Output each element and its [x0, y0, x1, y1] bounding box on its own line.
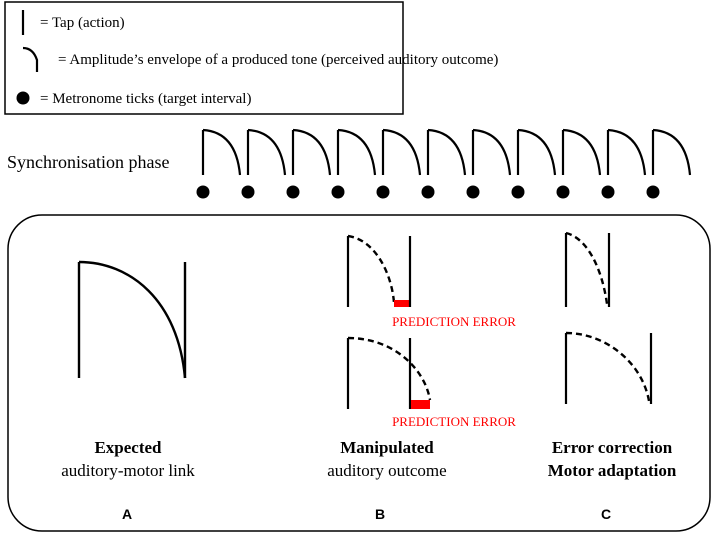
sync-envelope-curve [337, 128, 377, 176]
sync-envelope-curve [292, 128, 332, 176]
panel-b-subtitle: auditory outcome [327, 461, 446, 480]
corrected-envelope-curve [565, 231, 609, 305]
prediction-error-label-top: PREDICTION ERROR [392, 314, 516, 329]
sync-phase-label: Synchronisation phase [7, 152, 169, 172]
adapted-envelope-curve [565, 331, 651, 402]
metronome-tick-dot [286, 185, 300, 199]
sync-envelope-curve [607, 128, 647, 176]
panel-c-title-line1: Error correction [552, 438, 673, 457]
prediction-error-marker [394, 300, 410, 307]
metronome-tick-dot [511, 185, 525, 199]
panel-c: Error correction Motor adaptation C [548, 231, 677, 522]
metronome-dot-icon [16, 91, 30, 105]
sync-envelope-curve [652, 128, 692, 176]
legend-item-envelope: = Amplitude’s envelope of a produced ton… [58, 52, 498, 68]
sync-phase-envelopes [201, 128, 692, 176]
panel-b-title: Manipulated [340, 438, 434, 457]
metronome-tick-dot [556, 185, 570, 199]
comparison-panel-frame [7, 214, 711, 532]
metronome-tick-dot [241, 185, 255, 199]
metronome-tick-dot [601, 185, 615, 199]
envelope-curve-icon [22, 46, 39, 72]
metronome-tick-dot [196, 185, 210, 199]
metronome-tick-dot [466, 185, 480, 199]
sync-phase-ticks [196, 185, 660, 199]
sync-envelope-curve [562, 128, 602, 176]
prediction-error-marker [411, 400, 430, 409]
sync-envelope-curve [427, 128, 467, 176]
metronome-tick-dot [376, 185, 390, 199]
legend: = Tap (action) = Amplitude’s envelope of… [4, 1, 498, 115]
manipulated-envelope-curve [347, 234, 396, 304]
panel-a-letter: A [122, 506, 132, 522]
metronome-tick-dot [421, 185, 435, 199]
panel-a-title: Expected [94, 438, 162, 457]
panel-c-letter: C [601, 506, 611, 522]
panel-b: PREDICTION ERROR PREDICTION ERROR Manipu… [327, 234, 516, 522]
legend-item-metronome: = Metronome ticks (target interval) [40, 91, 251, 107]
panel-a: Expected auditory-motor link A [61, 260, 195, 522]
manipulated-envelope-curve [347, 336, 432, 401]
sync-envelope-curve [382, 128, 422, 176]
legend-frame [4, 1, 404, 115]
sync-envelope-curve [472, 128, 512, 176]
prediction-error-label-bottom: PREDICTION ERROR [392, 414, 516, 429]
metronome-tick-dot [646, 185, 660, 199]
sync-envelope-curve [517, 128, 557, 176]
sync-envelope-curve [247, 128, 287, 176]
metronome-tick-dot [331, 185, 345, 199]
legend-item-tap: = Tap (action) [40, 15, 125, 31]
panel-a-subtitle: auditory-motor link [61, 461, 195, 480]
expected-envelope-curve [78, 260, 187, 379]
panel-c-title-line2: Motor adaptation [548, 461, 677, 480]
panel-b-letter: B [375, 506, 385, 522]
sync-envelope-curve [202, 128, 242, 176]
